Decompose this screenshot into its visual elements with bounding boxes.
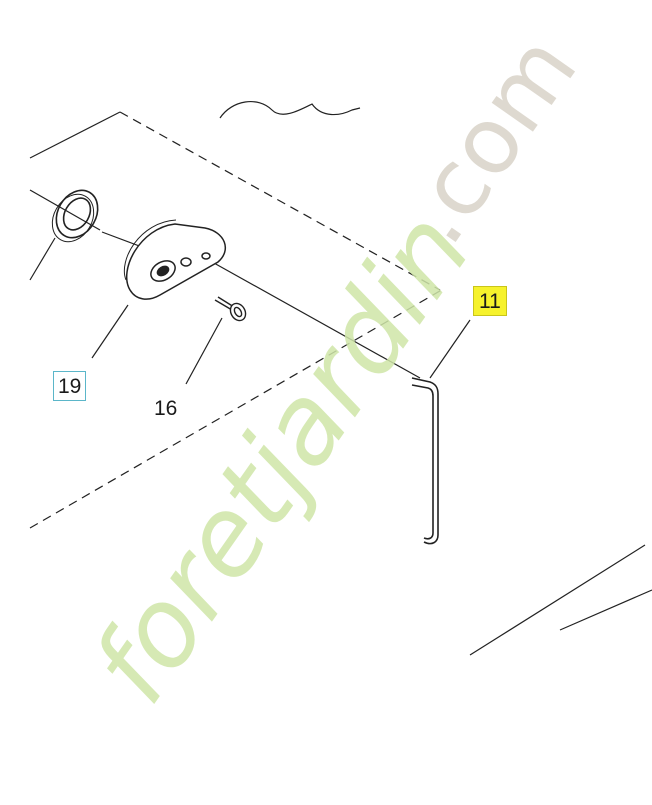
callout-part-19[interactable]: 19 <box>53 371 87 401</box>
callout-part-11[interactable]: 11 <box>473 286 507 316</box>
assembly-axis-3 <box>204 257 421 379</box>
callout-part-16[interactable]: 16 <box>154 397 178 420</box>
gasket-ring-icon <box>51 189 99 243</box>
housing-edge-right <box>469 544 646 656</box>
housing-edge-right-low <box>559 589 652 631</box>
leader-11 <box>429 319 471 379</box>
cover-plate-icon <box>124 219 227 300</box>
housing-edge-left <box>29 111 121 159</box>
housing-outline-top <box>219 101 361 119</box>
screw-icon <box>214 296 247 322</box>
leader-16 <box>185 317 223 385</box>
dashed-line-upper <box>119 111 441 291</box>
dashed-line-lower <box>29 287 446 529</box>
leader-gasket <box>29 237 56 281</box>
rod-icon <box>411 377 439 545</box>
leader-19 <box>91 304 129 359</box>
